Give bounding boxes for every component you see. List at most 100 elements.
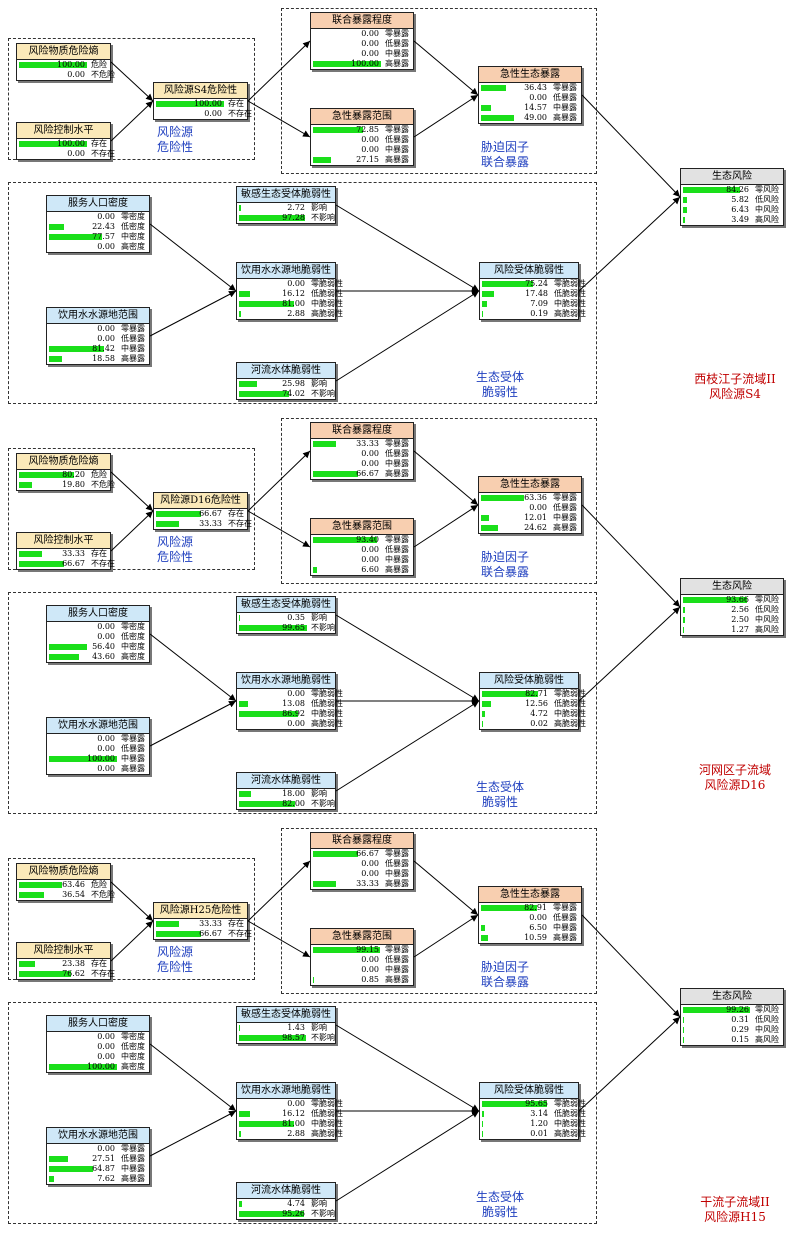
state-label: 中风险	[755, 1025, 779, 1034]
node-title: 风险源D16危险性	[154, 493, 247, 509]
probability-value: 4.74	[287, 1199, 305, 1208]
group-label-risk-source-hazard: 风险源危险性	[130, 945, 220, 975]
probability-value: 2.50	[731, 615, 749, 624]
probability-bar	[239, 1035, 307, 1041]
probability-value: 0.00	[361, 449, 379, 458]
probability-value: 0.00	[361, 955, 379, 964]
probability-value: 95.26	[282, 1209, 305, 1218]
arrow-acute-range-to-acute-eco	[413, 914, 479, 958]
probability-value: 16.12	[282, 1109, 305, 1118]
probability-bar	[683, 627, 684, 633]
probability-value: 86.92	[282, 709, 305, 718]
state-label: 高暴露	[121, 1174, 145, 1183]
probability-value: 1.43	[287, 1023, 305, 1032]
arrow-sensitive-to-receptor	[335, 614, 480, 702]
probability-value: 19.80	[62, 480, 85, 489]
probability-value: 0.00	[97, 1052, 115, 1061]
receptor-group	[8, 1002, 597, 1224]
group-label-risk-source-hazard: 风险源危险性	[130, 535, 220, 565]
probability-bar	[481, 905, 538, 911]
state-label: 不影响	[311, 389, 335, 398]
state-label: 低脆弱性	[554, 699, 586, 708]
state-label: 低脆弱性	[311, 699, 343, 708]
probability-value: 99.65	[282, 623, 305, 632]
state-label: 零暴露	[553, 493, 577, 502]
arrow-river-to-receptor	[335, 700, 480, 792]
node-title: 河流水体脆弱性	[237, 363, 335, 379]
scenario-label-line: 风险源S4	[709, 387, 761, 401]
group-label-line: 风险源	[156, 945, 193, 959]
arrow-sensitive-to-receptor	[335, 1024, 480, 1112]
state-label: 高暴露	[385, 59, 409, 68]
probability-bar	[49, 644, 88, 650]
stress-group	[281, 418, 597, 584]
probability-bar	[19, 882, 63, 888]
node-title: 联合暴露程度	[311, 13, 413, 29]
state-label: 零脆弱性	[311, 689, 343, 698]
arrow-water-range-to-water-vuln	[149, 700, 237, 747]
probability-bar	[19, 971, 72, 977]
stress-group	[281, 828, 597, 994]
state-label: 高暴露	[553, 933, 577, 942]
probability-value: 3.14	[530, 1109, 548, 1118]
probability-value: 6.50	[529, 923, 547, 932]
probability-bar	[239, 301, 295, 307]
state-label: 存在	[228, 509, 244, 518]
state-label: 不影响	[311, 1209, 335, 1218]
state-label: 高暴露	[385, 975, 409, 984]
probability-value: 81.00	[282, 299, 305, 308]
arrow-receptor-to-eco-risk	[578, 606, 681, 702]
group-label-line: 生态受体	[475, 780, 524, 794]
group-label-line: 脆弱性	[481, 1205, 518, 1219]
probability-bar	[481, 115, 515, 121]
state-label: 高脆弱性	[311, 309, 343, 318]
node-title: 风险物质危险熵	[17, 864, 110, 880]
node-title: 河流水体脆弱性	[237, 1183, 335, 1199]
probability-value: 64.87	[92, 1164, 115, 1173]
node-title: 急性暴露范围	[311, 109, 413, 125]
state-label: 高暴露	[385, 565, 409, 574]
probability-value: 56.40	[92, 642, 115, 651]
probability-value: 10.59	[524, 933, 547, 942]
node-title: 生态风险	[681, 169, 783, 185]
probability-value: 0.00	[97, 1032, 115, 1041]
probability-value: 84.26	[726, 185, 749, 194]
node-title: 饮用水水源地脆弱性	[237, 673, 335, 689]
group-label-line: 脆弱性	[481, 795, 518, 809]
state-label: 低暴露	[553, 503, 577, 512]
arrow-acute-eco-to-eco-risk	[581, 914, 681, 1018]
state-label: 低暴露	[385, 859, 409, 868]
probability-value: 0.00	[361, 965, 379, 974]
probability-value: 66.67	[62, 559, 85, 568]
probability-value: 2.56	[731, 605, 749, 614]
state-label: 影响	[311, 789, 327, 798]
group-label-line: 联合暴露	[480, 975, 529, 989]
probability-value: 0.00	[287, 719, 305, 728]
probability-bar	[49, 1156, 68, 1162]
